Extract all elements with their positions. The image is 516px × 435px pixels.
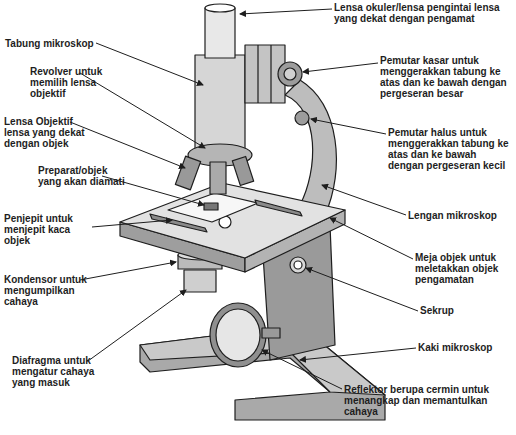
- part-label: Meja objek untuk meletakkan objek pengam…: [415, 252, 515, 285]
- leader-line: [70, 122, 185, 168]
- part-label: Lensa okuler/lensa pengintai lensa yang …: [334, 2, 509, 24]
- coarse-knob: [278, 62, 302, 86]
- body-tube: [195, 55, 245, 150]
- leader-line: [88, 290, 186, 361]
- leader-line: [311, 119, 386, 134]
- stage-clip: [150, 214, 207, 232]
- leader-line: [300, 348, 416, 360]
- stage-screw-center: [294, 261, 302, 269]
- eyepiece-tube: [205, 8, 235, 58]
- diaphragm: [184, 270, 216, 292]
- leader-line: [330, 218, 413, 259]
- leader-line: [303, 63, 378, 72]
- leader-line: [240, 9, 332, 14]
- part-label: Pemutar kasar untuk menggerakkan tabung …: [380, 55, 510, 99]
- housing-edge: [257, 45, 258, 103]
- mirror-frame: [210, 303, 266, 367]
- part-label: Kaki mikroskop: [418, 342, 513, 353]
- part-label: Kondensor untuk mengumpilkan cahaya: [4, 274, 99, 307]
- objective-lens: [210, 162, 226, 194]
- fine-knob: [295, 111, 309, 125]
- objective-lens: [232, 156, 253, 185]
- part-label: Lensa Objektif lensa yang dekat dengan o…: [4, 116, 94, 149]
- part-label: Tabung mikroskop: [5, 38, 100, 49]
- objective-lens: [175, 156, 200, 190]
- leader-line: [306, 268, 418, 311]
- specimen: [204, 203, 218, 210]
- leader-line: [322, 185, 406, 215]
- leader-line: [96, 43, 203, 85]
- glass-slide: [168, 193, 258, 222]
- part-label: Sekrup: [420, 305, 510, 316]
- part-label: Penjepit untuk menjepit kaca objek: [4, 213, 94, 246]
- housing-edge: [270, 45, 271, 103]
- part-label: Lengan mikroskop: [408, 210, 513, 221]
- part-label: Diafragma untuk mengatur cahaya yang mas…: [12, 355, 97, 388]
- mirror-holder: [262, 328, 280, 338]
- coarse-knob-center: [284, 68, 296, 80]
- part-label: Preparat/objek yang akan diamati: [38, 165, 128, 187]
- microscope-arm: [285, 80, 336, 215]
- eyepiece-lens: [205, 4, 235, 12]
- stage-screw: [290, 257, 306, 273]
- stage-clip: [255, 200, 302, 216]
- part-label: Pemutar halus untuk menggerakkan tabung …: [388, 127, 513, 171]
- leader-line: [262, 350, 342, 389]
- leader-line: [80, 262, 176, 280]
- part-label: Revolver untuk memilih lensa objektif: [30, 66, 125, 99]
- stage-top: [120, 183, 345, 258]
- mirror-glass: [216, 309, 260, 361]
- leader-line: [80, 73, 205, 148]
- leader-line: [92, 220, 172, 227]
- part-label: Reflektor berupa cermin untuk menangkap …: [344, 384, 514, 417]
